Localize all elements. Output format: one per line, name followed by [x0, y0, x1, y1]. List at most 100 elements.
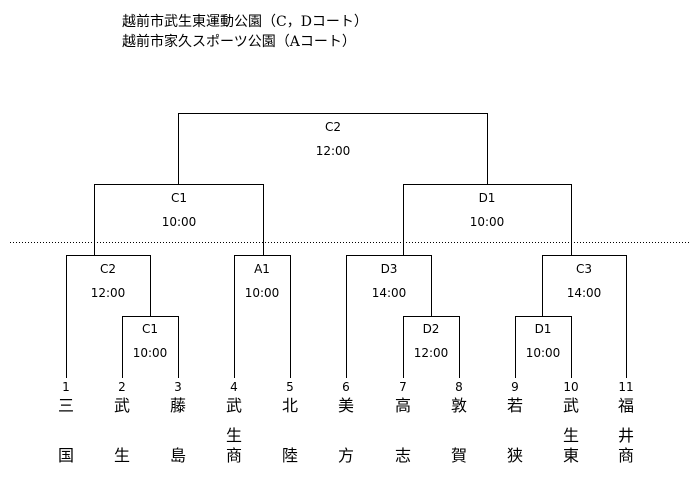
team-name: 藤 島	[163, 396, 193, 466]
team-name: 武 生	[107, 396, 137, 466]
team-gap	[500, 416, 530, 426]
match-time: 12:00	[413, 346, 449, 360]
team-name: 北 陸	[275, 396, 305, 466]
team-name: 敦 賀	[444, 396, 474, 466]
entry-number: 2	[118, 380, 126, 394]
team-char	[107, 426, 137, 446]
team-char	[444, 426, 474, 446]
team-gap	[611, 416, 641, 426]
team-char	[388, 426, 418, 446]
match-r1-b: C1 10:00	[110, 322, 190, 360]
team-char: 美	[337, 396, 354, 415]
team-gap	[219, 416, 249, 426]
team-char: 志	[394, 446, 411, 465]
match-final: C2 12:00	[293, 120, 373, 158]
bracket-line-r1-b	[122, 316, 179, 378]
match-court: D2	[422, 322, 440, 336]
team-char: 北	[281, 396, 298, 415]
team-gap	[107, 416, 137, 426]
bracket-line-final	[178, 113, 488, 184]
match-r1-d: D3 14:00	[349, 262, 429, 300]
entry-number: 9	[511, 380, 519, 394]
bracket-line-r1-f	[542, 255, 627, 378]
team-char	[500, 426, 530, 446]
bracket-line-r1-a	[66, 255, 151, 378]
team-char: 若	[506, 396, 523, 415]
match-time: 10:00	[244, 286, 280, 300]
match-court: D3	[380, 262, 398, 276]
team-char: 陸	[281, 446, 298, 465]
team-char	[275, 426, 305, 446]
match-court: D1	[534, 322, 552, 336]
match-court: C1	[141, 322, 158, 336]
bracket-line-r1-e	[403, 316, 460, 378]
team-char: 商	[617, 446, 634, 465]
match-time: 10:00	[525, 346, 561, 360]
team-gap	[51, 416, 81, 426]
venue-line-2: 越前市家久スポーツ公園（Aコート）	[122, 34, 356, 50]
team-char: 国	[57, 446, 74, 465]
entry-number: 3	[174, 380, 182, 394]
match-time: 12:00	[90, 286, 126, 300]
team-name: 武 生 商	[219, 396, 249, 466]
entry-number: 8	[455, 380, 463, 394]
team-char: 東	[562, 446, 579, 465]
team-name: 武 生 東	[556, 396, 586, 466]
match-time: 10:00	[132, 346, 168, 360]
bracket-line-r1-c	[234, 255, 291, 378]
team-name: 福 井 商	[611, 396, 641, 466]
team-char: 商	[225, 446, 242, 465]
bracket-line-r1-d	[346, 255, 432, 378]
team-char: 島	[169, 446, 186, 465]
team-char	[331, 426, 361, 446]
bracket-line-semi-left	[94, 184, 264, 255]
team-gap	[556, 416, 586, 426]
team-char: 武	[113, 396, 130, 415]
team-char: 福	[617, 396, 634, 415]
team-char: 藤	[169, 396, 186, 415]
entry-number: 11	[618, 380, 634, 394]
match-time: 10:00	[469, 215, 505, 229]
entry-number: 10	[563, 380, 579, 394]
entry-number: 5	[286, 380, 294, 394]
team-gap	[275, 416, 305, 426]
entry-number: 7	[399, 380, 407, 394]
venue-line-1: 越前市武生東運動公園（C，Dコート）	[122, 14, 368, 30]
match-time: 10:00	[161, 215, 197, 229]
match-semi-left: C1 10:00	[139, 191, 219, 229]
team-char: 賀	[450, 446, 467, 465]
team-char: 高	[394, 396, 411, 415]
match-court: C2	[324, 120, 341, 134]
bracket-line-semi-right	[403, 184, 572, 255]
match-time: 12:00	[315, 144, 351, 158]
team-char: 方	[337, 446, 354, 465]
team-name: 若 狭	[500, 396, 530, 466]
team-char: 井	[617, 426, 634, 445]
match-time: 14:00	[371, 286, 407, 300]
team-char: 三	[57, 396, 74, 415]
entry-number: 1	[62, 380, 70, 394]
team-char	[51, 426, 81, 446]
match-time: 14:00	[566, 286, 602, 300]
entry-number: 4	[230, 380, 238, 394]
team-name: 三 国	[51, 396, 81, 466]
bracket-line-r1-g	[515, 316, 572, 378]
team-name: 高 志	[388, 396, 418, 466]
team-name: 美 方	[331, 396, 361, 466]
match-r1-a: C2 12:00	[68, 262, 148, 300]
team-char: 生	[113, 446, 130, 465]
team-char: 生	[562, 426, 579, 445]
match-court: C1	[170, 191, 187, 205]
team-gap	[444, 416, 474, 426]
team-char: 武	[562, 396, 579, 415]
team-char: 狭	[506, 446, 523, 465]
team-gap	[331, 416, 361, 426]
match-court: A1	[254, 262, 270, 276]
match-court: D1	[478, 191, 496, 205]
match-r1-f: C3 14:00	[544, 262, 624, 300]
team-char: 敦	[450, 396, 467, 415]
match-semi-right: D1 10:00	[447, 191, 527, 229]
entry-number: 6	[342, 380, 350, 394]
match-court: C2	[99, 262, 116, 276]
